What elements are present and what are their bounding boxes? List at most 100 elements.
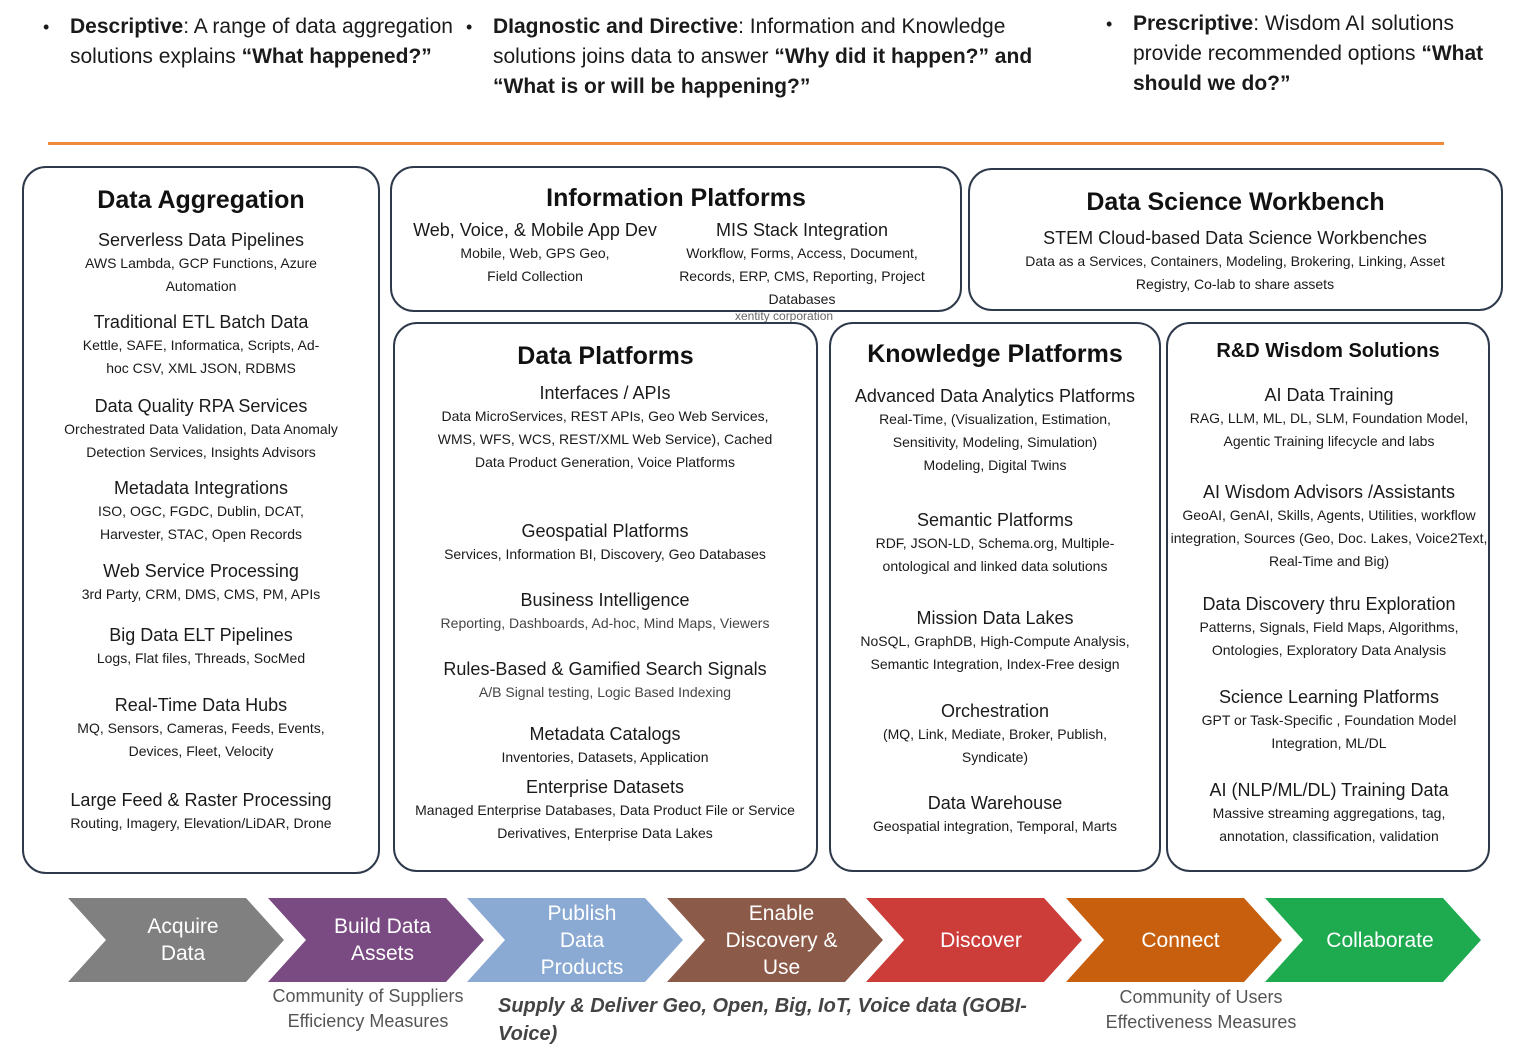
chevron-shape	[1065, 898, 1282, 982]
wisdom-solutions-title: R&D Wisdom Solutions	[1216, 340, 1440, 362]
section-detail: NoSQL, GraphDB, High-Compute Analysis, S…	[860, 633, 1130, 672]
knowledge-platforms-title: Knowledge Platforms	[867, 340, 1123, 368]
chevron-fill	[1065, 898, 1282, 982]
section-heading: Orchestration	[940, 701, 1050, 721]
section-heading: Large Feed & Raster Processing	[70, 790, 332, 810]
bullet-dot: •	[43, 17, 50, 37]
descriptive-term: Descriptive	[70, 15, 184, 38]
section-detail: Mobile, Web, GPS Geo, Field Collection	[460, 245, 610, 284]
section-heading: Data Discovery thru Exploration	[1202, 594, 1456, 614]
data-science-workbench-box: Data Science Workbench STEM Cloud-based …	[968, 168, 1503, 311]
section: Orchestration (MQ, Link, Mediate, Broker,…	[835, 699, 1155, 769]
watermark: xentity corporation	[735, 309, 834, 323]
chevron-fill	[267, 898, 484, 982]
section-heading: Big Data ELT Pipelines	[109, 625, 293, 645]
section-heading: Data Warehouse	[927, 793, 1063, 813]
chevron-fill	[1265, 898, 1481, 982]
information-platforms-title: Information Platforms	[546, 184, 806, 212]
chevron-fill	[68, 898, 284, 982]
descriptive-question: “What happened?”	[241, 45, 432, 68]
section-detail: Inventories, Datasets, Application	[501, 749, 709, 765]
supply-caption: Supply & Deliver Geo, Open, Big, IoT, Vo…	[498, 995, 1027, 1045]
section-detail: Real-Time, (Visualization, Estimation, S…	[879, 411, 1111, 473]
pipeline-step: Enable Discovery & Use	[666, 898, 883, 982]
bullet-descriptive: • Descriptive: A range of data aggregati…	[43, 12, 470, 72]
section-heading: Rules-Based & Gamified Search Signals	[443, 659, 767, 679]
section-detail: AWS Lambda, GCP Functions, Azure Automat…	[85, 255, 317, 294]
section-detail: (MQ, Link, Mediate, Broker, Publish, Syn…	[882, 726, 1108, 765]
section-detail: ISO, OGC, FGDC, Dublin, DCAT, Harvester,…	[98, 503, 304, 542]
chevron-shape	[866, 898, 1082, 982]
section-heading: Web Service Processing	[103, 561, 299, 581]
info-right-section: MIS Stack Integration Workflow, Forms, A…	[664, 218, 940, 311]
section-detail: Logs, Flat files, Threads, SocMed	[96, 650, 306, 666]
section-detail: A/B Signal testing, Logic Based Indexing	[478, 684, 732, 700]
chevron-shape	[666, 898, 883, 982]
pipeline-step-label: Acquire Data	[147, 915, 219, 965]
section-detail: Patterns, Signals, Field Maps, Algorithm…	[1199, 619, 1459, 658]
data-aggregation-box: Data Aggregation Serverless Data Pipelin…	[22, 166, 380, 874]
data-science-workbench-title: Data Science Workbench	[1086, 188, 1385, 216]
section-heading: Mission Data Lakes	[916, 608, 1074, 628]
pipeline-step: Collaborate	[1265, 898, 1481, 982]
section-detail: RDF, JSON-LD, Schema.org, Multiple-ontol…	[875, 535, 1115, 574]
section-heading: Web, Voice, & Mobile App Dev	[413, 220, 657, 240]
section-detail: Massive streaming aggregations, tag, ann…	[1212, 805, 1446, 844]
section-detail: GPT or Task-Specific , Foundation Model …	[1201, 712, 1457, 751]
section-heading: Metadata Catalogs	[529, 724, 681, 744]
chevron-shape	[267, 898, 484, 982]
diagnostic-question: “Why did it happen?” and “What is or wil…	[493, 45, 1033, 98]
bullet-dot: •	[1106, 14, 1113, 34]
pipeline-step: Publish Data Products	[467, 898, 683, 982]
pipeline-step: Discover	[866, 898, 1082, 982]
pipeline-step-label: Connect	[1141, 928, 1220, 952]
information-platforms-box: Information Platforms Web, Voice, & Mobi…	[390, 166, 962, 312]
pipeline-step-label: Build Data Assets	[334, 915, 431, 965]
section-detail: Data MicroServices, REST APIs, Geo Web S…	[437, 408, 773, 470]
pipeline-step-label: Discover	[940, 928, 1022, 952]
prescriptive-question: “What should we do?”	[1133, 42, 1484, 95]
section-detail: Kettle, SAFE, Informatica, Scripts, Ad-h…	[82, 337, 320, 376]
users-caption: Community of Users Effectiveness Measure…	[1105, 987, 1297, 1032]
header-divider	[48, 142, 1444, 145]
chevron-fill	[866, 898, 1082, 982]
section-heading: AI (NLP/ML/DL) Training Data	[1209, 780, 1449, 800]
prescriptive-text: : Wisdom AI solutions provide recommende…	[1133, 12, 1454, 65]
section-heading: Interfaces / APIs	[539, 383, 671, 403]
diagnostic-text: : Information and Knowledge solutions jo…	[493, 15, 1006, 68]
pipeline-step-label: Publish Data Products	[540, 901, 624, 979]
section-detail: Routing, Imagery, Elevation/LiDAR, Drone	[70, 815, 332, 831]
diagnostic-term: DIagnostic and Directive	[493, 15, 739, 38]
section-detail: Orchestrated Data Validation, Data Anoma…	[64, 421, 338, 460]
chevron-fill	[467, 898, 683, 982]
section-heading: Science Learning Platforms	[1218, 687, 1440, 707]
section-heading: Semantic Platforms	[916, 510, 1074, 530]
prescriptive-term: Prescriptive	[1133, 12, 1254, 35]
section-detail: Workflow, Forms, Access, Document, Recor…	[679, 245, 925, 307]
info-left-section: Web, Voice, & Mobile App Dev Mobile, Web…	[400, 218, 670, 288]
section-heading: Advanced Data Analytics Platforms	[854, 386, 1136, 406]
data-aggregation-title: Data Aggregation	[97, 186, 305, 214]
knowledge-platforms-box: Knowledge Platforms Advanced Data Analyt…	[829, 322, 1161, 872]
section-heading: AI Data Training	[1264, 385, 1394, 405]
chevron-fill	[666, 898, 883, 982]
bullet-diagnostic: • DIagnostic and Directive: Information …	[466, 12, 1083, 102]
data-platforms-title: Data Platforms	[517, 342, 694, 370]
